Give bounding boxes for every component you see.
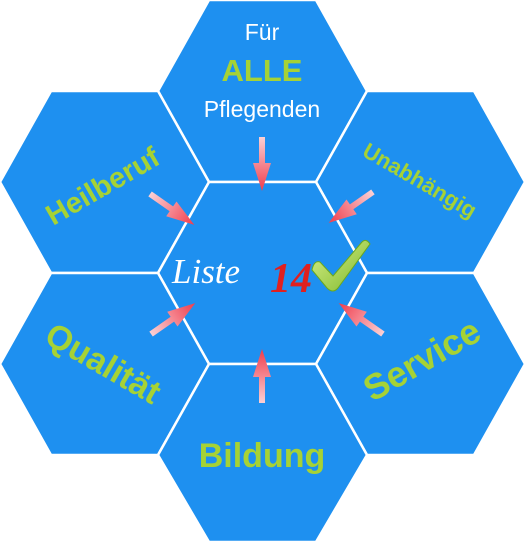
arrow-from-top: [253, 137, 271, 191]
top-line-3: Pflegenden: [204, 96, 320, 122]
arrow-from-upper-left: [148, 191, 195, 225]
label-bottom: Bildung: [199, 437, 326, 475]
top-line-1: Für: [245, 19, 280, 45]
logo-word: Liste: [171, 252, 240, 291]
arrow-from-bottom: [253, 349, 271, 403]
hex-bottom: [156, 362, 369, 543]
arrow-from-upper-right: [328, 189, 375, 223]
checkmark-icon: [311, 239, 371, 292]
logo-number: 14: [270, 256, 312, 302]
arrow-from-lower-right: [338, 303, 385, 337]
top-line-2: ALLE: [222, 53, 303, 88]
arrow-from-lower-left: [149, 303, 196, 337]
